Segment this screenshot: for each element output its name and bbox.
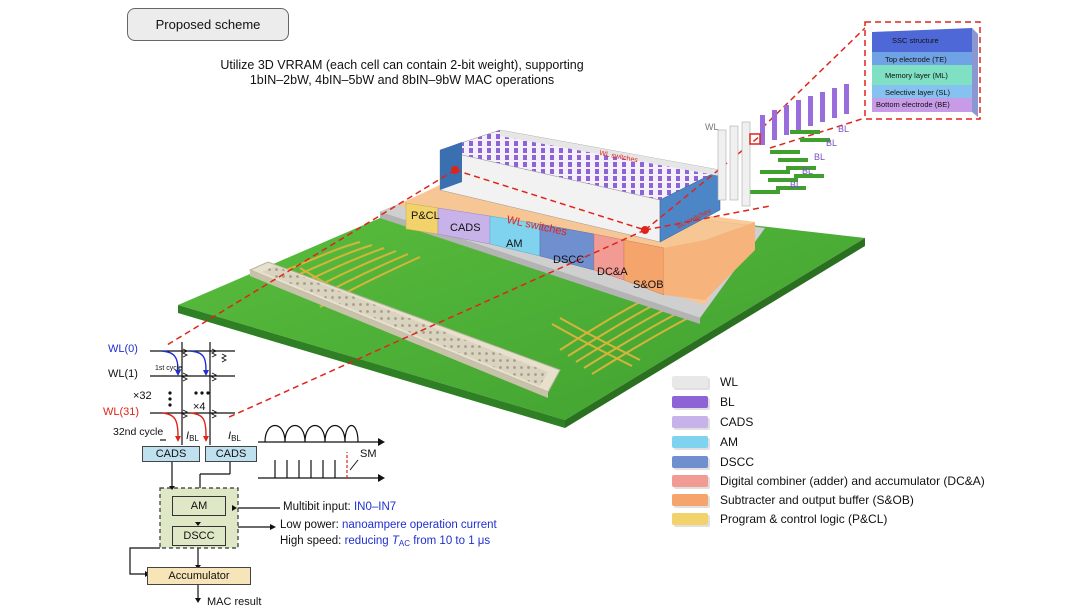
description-line-1: Utilize 3D VRRAM (each cell can contain … [220,58,584,72]
info-speed-value-b: from 10 to 1 μs [410,535,491,547]
legend-item-am: AM [672,433,738,451]
info-speed: High speed: reducing TAC from 10 to 1 μs [280,535,490,548]
info-power-value: nanoampere operation current [342,519,497,531]
inset-be-label: Bottom electrode (BE) [876,100,950,109]
sm-label: SM [360,448,377,460]
legend-item-bl: BL [672,393,735,411]
gold-traces-right [551,301,689,375]
wl1-label: WL(1) [108,368,138,380]
info-speed-t: T [391,535,399,547]
ibl-symbol: I [186,430,190,442]
legend-item-dca: Digital combiner (adder) and accumulator… [672,472,985,490]
info-speed-label: High speed: [280,535,345,547]
ibl-label-2: IBL [228,430,241,443]
am-block: AM [172,496,226,516]
info-multibit: Multibit input: IN0–IN7 [283,501,396,513]
legend-label: CADS [720,415,754,429]
cads-block-2: CADS [205,446,257,462]
legend-label: DSCC [720,455,755,469]
ellipsis-dots [168,391,210,407]
red-current-arrows [161,412,207,437]
legend-swatch [672,376,708,388]
pcb-board-edge [178,305,565,428]
wl31-label: WL(31) [103,406,140,418]
legend-swatch [672,436,708,448]
legend-label: Program & control logic (P&CL) [720,512,888,526]
array-wl-label: WL [705,122,719,132]
vrram-3d-array [717,84,849,207]
pulse-train [274,460,336,478]
resistor-icons [181,348,228,419]
array-bl-label-4: BL [802,166,814,176]
blue-current-arrows [161,350,207,371]
inset-ml-layer [872,65,972,85]
circuit-lines [129,342,380,600]
inset-sl-label: Selective layer (SL) [885,88,951,97]
cycle1-label: 1st cycle [155,365,183,372]
ibl-symbol: I [228,430,232,442]
legend-item-wl: WL [672,373,738,391]
accumulator-block: Accumulator [147,567,251,585]
legend-swatch [672,513,708,525]
legend-swatch [672,475,708,487]
array-bl-label-1: BL [838,124,850,134]
ibl-subscript: BL [189,434,199,443]
cads-block-1: CADS [142,446,200,462]
description: Utilize 3D VRRAM (each cell can contain … [212,58,592,88]
callout-dot-right [641,226,649,234]
badge-label: Proposed scheme [155,17,261,32]
array-bl-label-5: BL [790,180,802,190]
label-cads: CADS [450,222,481,234]
label-am: AM [506,238,523,250]
callout-lines [166,27,866,419]
mac-result-label: MAC result [207,596,262,608]
legend-label: AM [720,435,738,449]
legend-label: WL [720,375,738,389]
legend-item-sob: Subtracter and output buffer (S&OB) [672,491,914,509]
ibl-subscript: BL [231,434,241,443]
label-dca: DC&A [597,266,628,278]
inset-ssc-label: SSC structure [892,36,939,45]
inset-sl-layer [872,85,972,98]
description-line-2: 1bIN–2bW, 4bIN–5bW and 8bIN–9bW MAC oper… [249,73,555,87]
wl0-label: WL(0) [108,343,138,355]
dscc-block: DSCC [172,526,226,546]
proposed-scheme-badge: Proposed scheme [127,8,289,41]
wl-switches-back [500,130,720,176]
inset-te-label: Top electrode (TE) [885,55,947,64]
legend-item-dscc: DSCC [672,453,754,471]
array-bl-label-2: BL [826,138,838,148]
analog-waveform [264,424,359,443]
sm-arrow [349,459,359,471]
legend-item-pcl: Program & control logic (P&CL) [672,510,887,528]
legend-label: BL [720,395,735,409]
callout-dot-left [451,166,459,174]
info-speed-tsub: AC [398,539,411,548]
legend-swatch [672,416,708,428]
info-multibit-value: IN0–IN7 [353,501,397,513]
inset-ssc-layer [872,28,972,52]
label-dscc: DSCC [553,254,585,266]
info-power: Low power: nanoampere operation current [280,519,497,531]
cycle32-label: 32nd cycle [113,426,164,438]
info-power-label: Low power: [280,519,343,531]
x32-label: ×32 [133,390,152,402]
label-pcl: P&CL [411,210,440,222]
info-speed-value-a: reducing [344,535,392,547]
legend-label: Digital combiner (adder) and accumulator… [720,474,985,488]
x4-label: ×4 [193,401,206,413]
label-sob: S&OB [633,279,664,291]
ibl-label-1: IBL [186,430,199,443]
info-multibit-label: Multibit input: [283,501,354,513]
legend-swatch [672,494,708,506]
legend-swatch [672,456,708,468]
inset-ml-label: Memory layer (ML) [885,71,948,80]
legend-item-cads: CADS [672,413,753,431]
array-bl-label-3: BL [814,152,826,162]
inset-te-layer [872,52,972,65]
legend-label: Subtracter and output buffer (S&OB) [720,493,914,507]
legend-swatch [672,396,708,408]
inset-be-layer [872,98,972,112]
